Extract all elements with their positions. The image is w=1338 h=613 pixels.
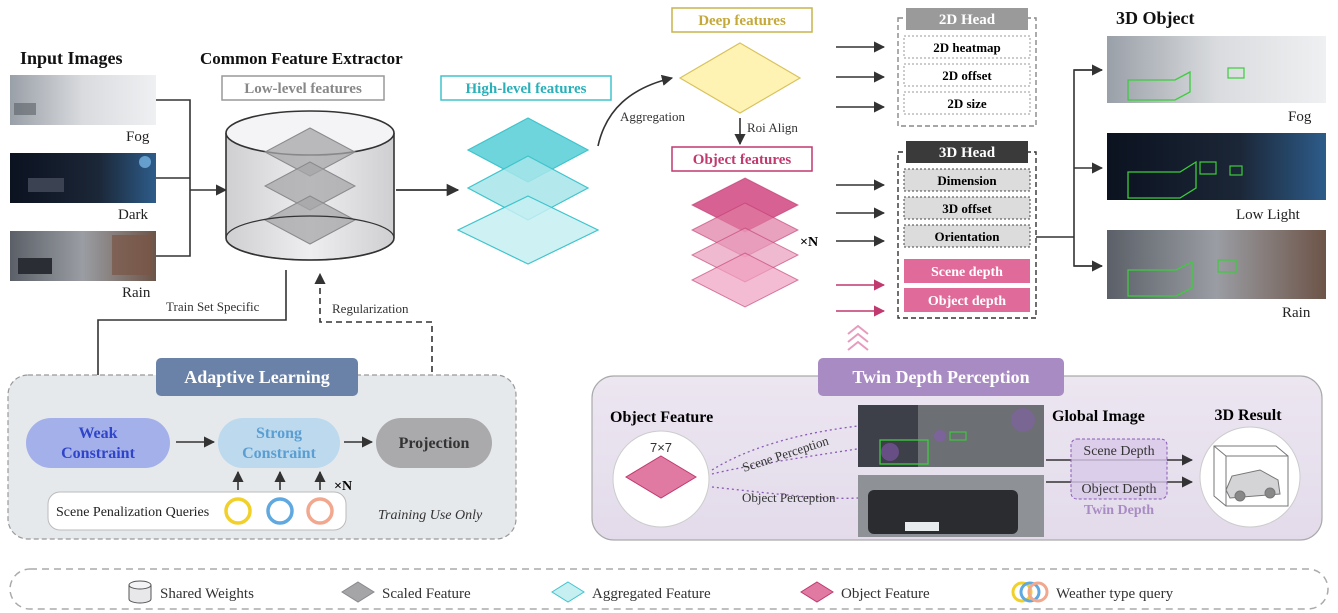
legend-scaled-feature: Scaled Feature (382, 586, 471, 602)
extractor-title: Common Feature Extractor (200, 49, 403, 68)
fog-output-label: Fog (1288, 109, 1312, 125)
regularization-label: Regularization (332, 301, 409, 316)
twin-depth-box (1070, 438, 1168, 500)
scene-perception-path-b (711, 431, 961, 475)
deep-feature-diamond (678, 42, 802, 114)
head3d-object-depth: Object depth (928, 294, 1006, 309)
projection-label: Projection (399, 435, 470, 452)
train-set-specific-label: Train Set Specific (166, 299, 260, 314)
aggregation-arrow (597, 74, 674, 147)
object-feature-title: Object Feature (610, 409, 713, 426)
twin-depth-label: Twin Depth (1084, 503, 1154, 518)
scene-depth-label: Scene Depth (1083, 444, 1154, 459)
input-images-title: Input Images (20, 48, 123, 68)
head2d-title: 2D Head (939, 12, 996, 28)
object-feature-stack (690, 177, 800, 308)
head2d-item-offset: 2D offset (942, 68, 992, 83)
scene-penalization-queries-label: Scene Penalization Queries (56, 505, 209, 520)
legend-shared-weights-icon (128, 580, 152, 604)
regularization-line (314, 272, 433, 412)
deep-features-label: Deep features (698, 13, 786, 29)
head3d-item-offset: 3D offset (942, 201, 992, 216)
roi-align-label: Roi Align (747, 120, 798, 135)
legend-scaled-feature-icon (341, 581, 375, 603)
twin-depth-title-bar (818, 358, 1064, 396)
head3d-scene-depth: Scene depth (931, 265, 1003, 280)
car-3d-result-icon (1213, 445, 1289, 507)
fog-input-image (10, 75, 156, 125)
strong-constraint-line1: Strong (256, 425, 302, 442)
rain-input-image (10, 231, 156, 281)
object-feature-grid-label: 7×7 (650, 440, 672, 455)
query-times-n: ×N (334, 479, 352, 494)
head3d-title-bar (906, 141, 1028, 163)
aggregation-label: Aggregation (620, 109, 685, 124)
depth-input-arrows (836, 279, 886, 317)
legend-object-feature-icon (800, 581, 834, 603)
input-merge-lines (156, 99, 228, 257)
head-output-lines (1036, 64, 1104, 272)
head2d-items: 2D heatmap 2D offset 2D size (903, 35, 1031, 115)
result-3d-title: 3D Result (1214, 407, 1282, 424)
weather-query-rings (224, 497, 334, 525)
rain-output-label: Rain (1282, 305, 1311, 321)
weak-constraint-node (26, 418, 170, 468)
head3d-title: 3D Head (939, 145, 996, 161)
legend-aggregated-feature: Aggregated Feature (592, 586, 711, 602)
lowlight-output-image (1107, 133, 1326, 200)
head2d-item-size: 2D size (947, 96, 987, 111)
head3d-item-orientation: Orientation (935, 229, 1001, 244)
deep-features-box (671, 7, 813, 33)
query-up-arrows (232, 470, 326, 490)
object-times-n: ×N (800, 235, 818, 250)
global-scene-image (858, 405, 1044, 467)
low-level-features-box (221, 75, 385, 101)
dark-input-label: Dark (118, 207, 148, 223)
lowlight-output-label: Low Light (1236, 207, 1301, 223)
object-crop-image (858, 475, 1044, 537)
object3d-title: 3D Object (1116, 8, 1194, 28)
object-perception-label: Object Perception (742, 490, 836, 505)
legend-weather-query: Weather type query (1056, 586, 1174, 602)
train-set-specific-line (92, 270, 287, 412)
legend-container (9, 568, 1329, 610)
head2d-item-heatmap: 2D heatmap (933, 40, 1001, 55)
dark-input-image (10, 153, 156, 203)
head-input-arrows (836, 41, 886, 247)
scaled-feature-stack (263, 127, 357, 245)
object-depth-label: Object Depth (1081, 482, 1156, 497)
adaptive-learning-title: Adaptive Learning (184, 367, 330, 387)
low-level-features-label: Low-level features (244, 81, 362, 97)
adaptive-learning-title-bar (156, 358, 358, 396)
object-feature-diamond (625, 455, 697, 499)
strong-constraint-node (218, 418, 340, 468)
twin-depth-title: Twin Depth Perception (852, 367, 1029, 387)
twin-to-head-chevrons (847, 324, 869, 351)
fog-output-image (1107, 36, 1326, 103)
aggregated-feature-stack (456, 117, 600, 265)
global-image-title: Global Image (1052, 408, 1145, 425)
high-level-features-box (440, 75, 612, 101)
legend-object-feature: Object Feature (841, 586, 930, 602)
weak-constraint-line2: Constraint (61, 445, 135, 462)
head3d-item-dimension: Dimension (937, 173, 997, 188)
strong-constraint-line2: Constraint (242, 445, 316, 462)
head3d-items: Dimension 3D offset Orientation Scene de… (903, 168, 1031, 312)
legend-weather-query-icon (1011, 581, 1049, 603)
shared-weights-cylinder (225, 110, 395, 261)
training-use-only-label: Training Use Only (378, 508, 483, 523)
legend-shared-weights: Shared Weights (160, 586, 254, 602)
fog-input-label: Fog (126, 129, 150, 145)
rain-output-image (1107, 230, 1326, 299)
rain-input-label: Rain (122, 285, 151, 301)
projection-node (376, 418, 492, 468)
object-features-box (671, 146, 813, 172)
legend-aggregated-feature-icon (551, 581, 585, 603)
weak-constraint-line1: Weak (78, 425, 117, 442)
high-level-features-label: High-level features (466, 81, 587, 97)
head2d-title-bar (906, 8, 1028, 30)
object-features-label: Object features (693, 152, 792, 168)
